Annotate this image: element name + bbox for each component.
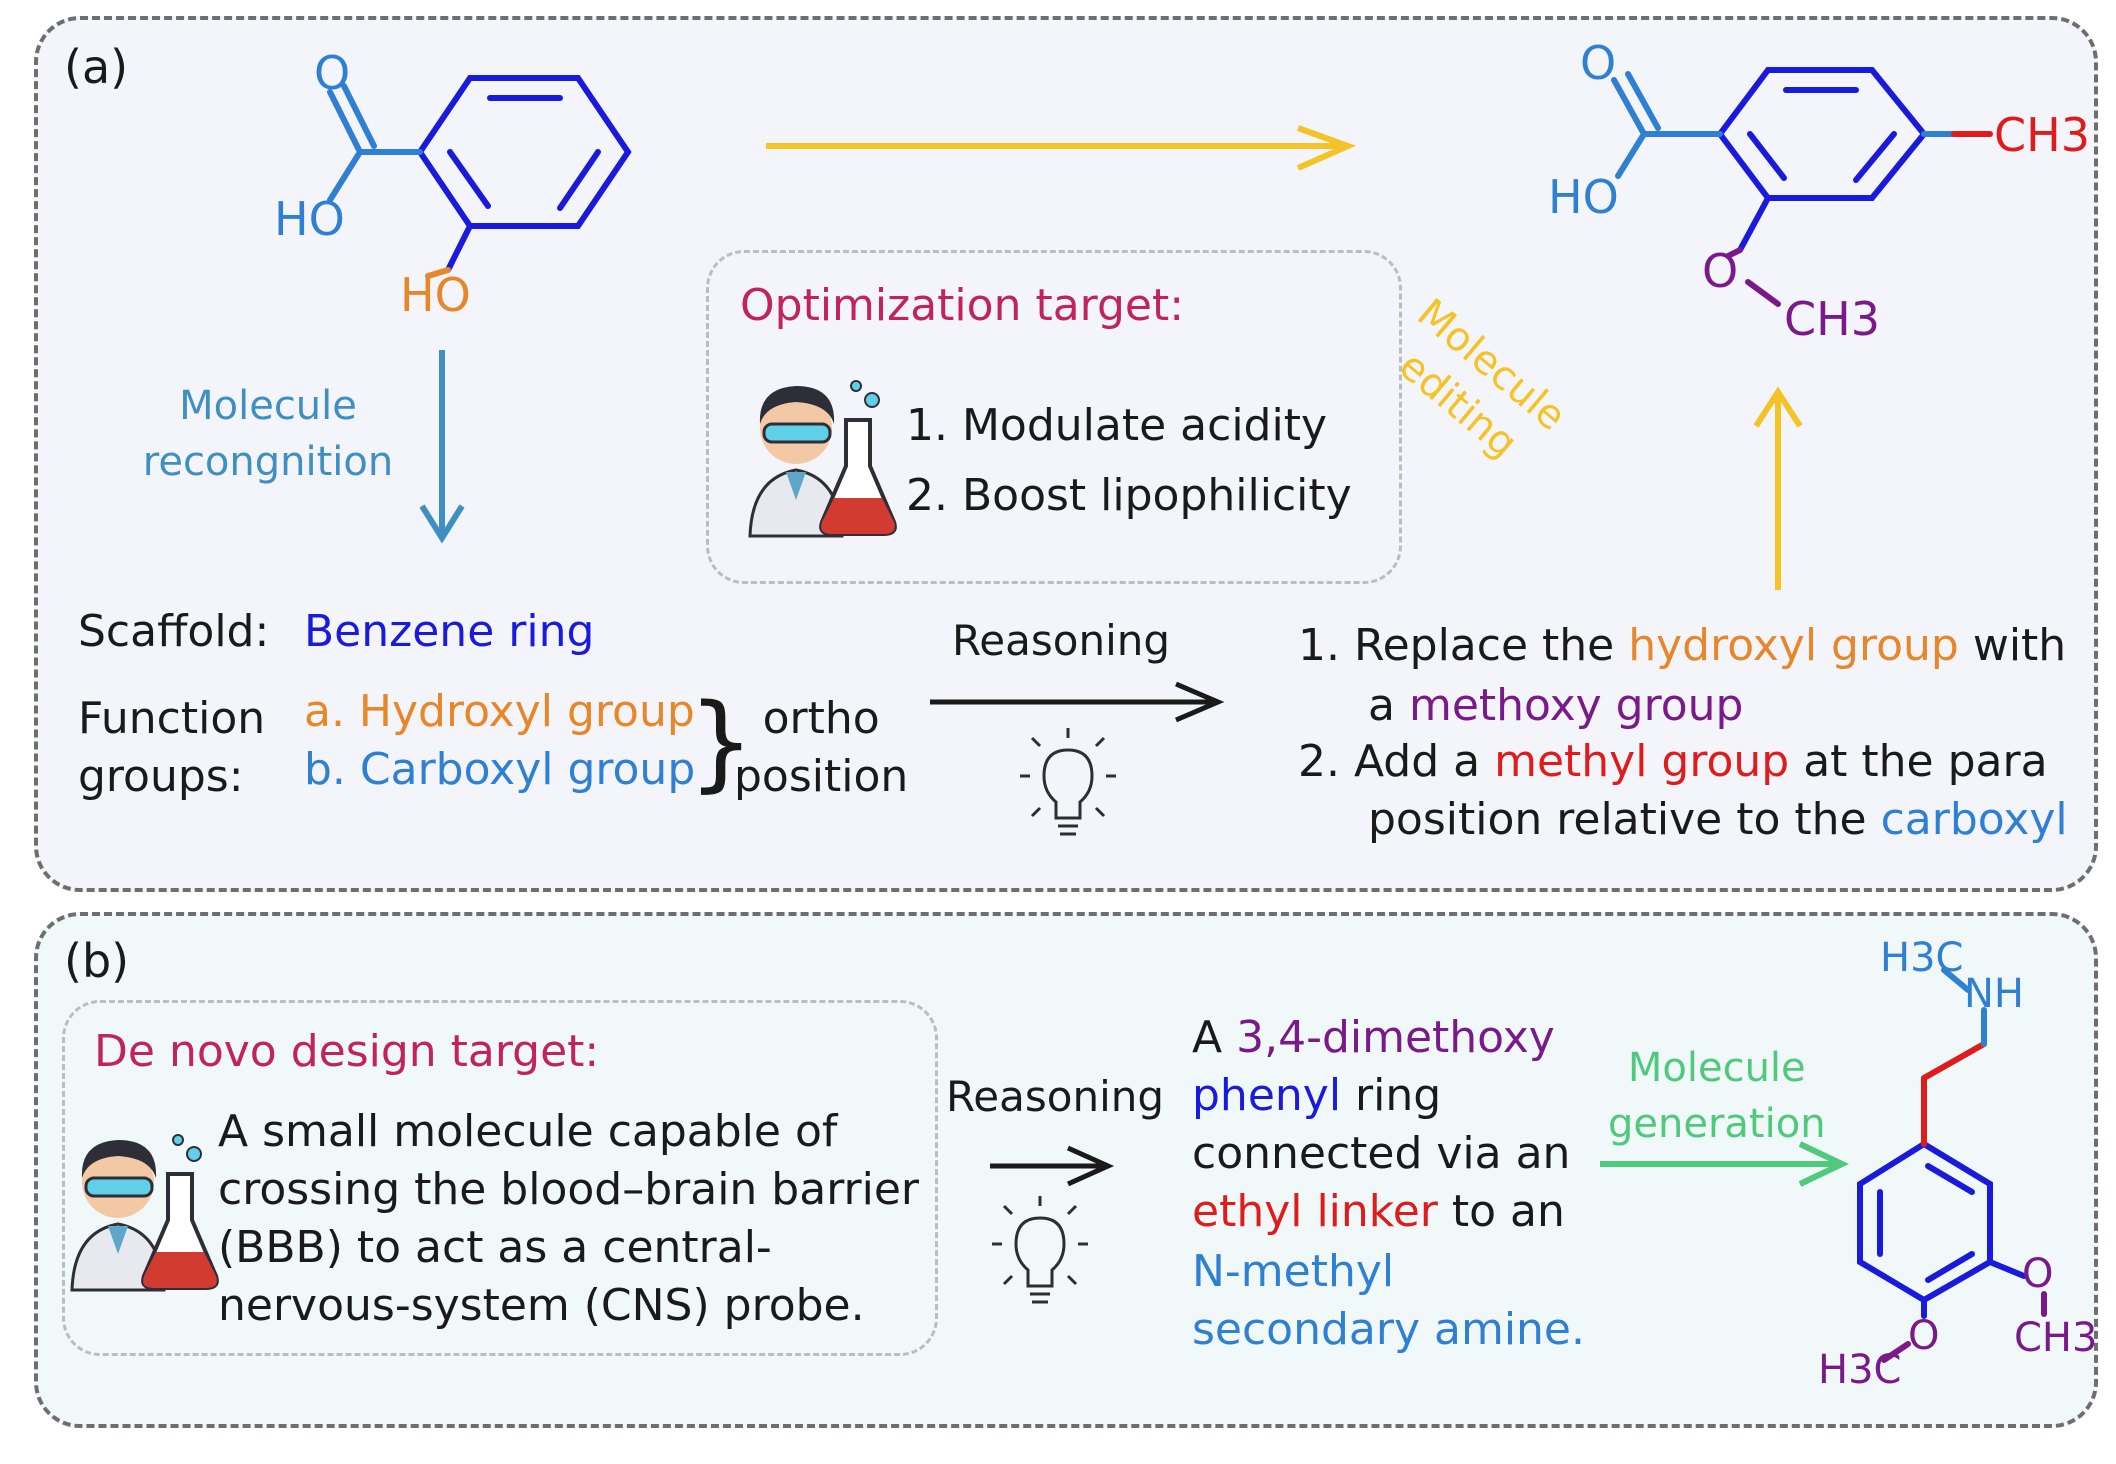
panel-b: [34, 912, 2098, 1428]
brace-icon: }: [688, 681, 755, 803]
optimization-target-box: [706, 250, 1402, 584]
molecule-recognition-label: Molecule recongnition: [142, 383, 394, 485]
atom-nh: NH: [1964, 971, 2024, 1017]
denovo-line-4: nervous-system (CNS) probe.: [218, 1280, 865, 1331]
panel-a-tag: (a): [64, 40, 129, 94]
step-2-line-1: 2. Add a methyl group at the para: [1298, 736, 2048, 787]
group-carboxyl: b. Carboxyl group: [304, 744, 696, 795]
optimization-item-2: 2. Boost lipophilicity: [906, 470, 1352, 521]
atom-o-ring-bottom: O: [1908, 1313, 1940, 1359]
denovo-title: De novo design target:: [94, 1026, 600, 1077]
atom-o-methoxy: O: [1702, 244, 1739, 298]
desc-line-1: A 3,4-dimethoxy: [1192, 1012, 1555, 1063]
desc-line-4: ethyl linker to an: [1192, 1186, 1565, 1237]
atom-ch3-para: CH3: [1994, 108, 2090, 162]
denovo-line-2: crossing the blood–brain barrier: [218, 1164, 919, 1215]
atom-ho-carboxyl: HO: [274, 192, 345, 246]
panel-b-tag: (b): [64, 934, 130, 988]
group-hydroxyl: a. Hydroxyl group: [304, 686, 695, 737]
atom-ho-hydroxyl: HO: [400, 268, 471, 322]
atom-h3c-amine: H3C: [1880, 935, 1964, 981]
denovo-target-box: [62, 1000, 938, 1356]
atom-ho-end: HO: [1548, 170, 1619, 224]
denovo-line-3: (BBB) to act as a central-: [218, 1222, 772, 1273]
denovo-line-1: A small molecule capable of: [218, 1106, 838, 1157]
optimization-title: Optimization target:: [740, 280, 1185, 331]
atom-o-top: O: [314, 46, 351, 100]
step-1-line-2: a methoxy group: [1368, 680, 1744, 731]
atom-o-top-end: O: [1580, 36, 1617, 90]
desc-line-3: connected via an: [1192, 1128, 1571, 1179]
step-2-line-2: position relative to the carboxyl: [1368, 794, 2068, 845]
desc-line-2: phenyl ring: [1192, 1070, 1442, 1121]
scaffold-label: Scaffold:: [78, 606, 270, 657]
function-groups-label: Function groups:: [78, 693, 266, 802]
step-1-line-1: 1. Replace the hydroxyl group with: [1298, 620, 2067, 671]
panel-a: [34, 16, 2098, 892]
optimization-item-1: 1. Modulate acidity: [906, 400, 1327, 451]
atom-ch3-methoxy: CH3: [1784, 292, 1880, 346]
reasoning-label-b: Reasoning: [946, 1072, 1165, 1121]
atom-h3c-bottom: H3C: [1818, 1347, 1902, 1393]
desc-line-5: N-methyl: [1192, 1246, 1395, 1297]
atom-o-ring-right: O: [2022, 1251, 2054, 1297]
reasoning-label-a: Reasoning: [952, 616, 1171, 665]
scaffold-value: Benzene ring: [304, 606, 595, 657]
atom-ch3-right: CH3: [2014, 1315, 2098, 1361]
ortho-position-label: ortho position: [734, 693, 909, 802]
desc-line-6: secondary amine.: [1192, 1304, 1585, 1355]
molecule-generation-label: Molecule generation: [1608, 1045, 1826, 1147]
